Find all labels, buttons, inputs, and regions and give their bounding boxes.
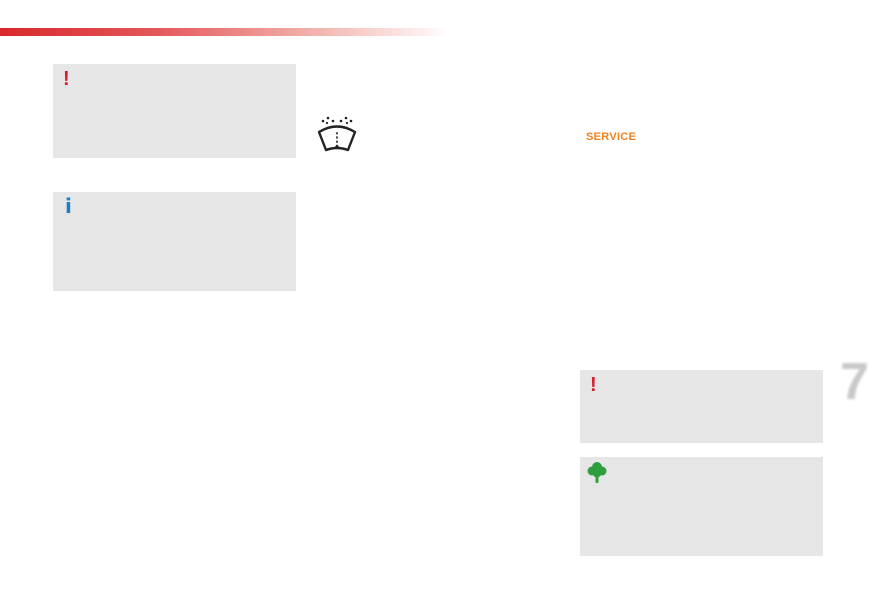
info-icon: i xyxy=(65,194,72,218)
warning-note-box: ! xyxy=(53,64,296,158)
exclamation-warning-icon: ! xyxy=(590,374,597,396)
windscreen-wiper-washer-icon xyxy=(315,113,359,155)
service-indicator-label: SERVICE xyxy=(586,131,637,143)
header-bar xyxy=(0,28,450,36)
section-number: 7 xyxy=(840,353,869,411)
info-note-box: i xyxy=(53,192,296,291)
warning-note-box: ! xyxy=(580,370,823,443)
eco-note-box xyxy=(580,457,823,556)
exclamation-warning-icon: ! xyxy=(63,68,70,90)
tree-eco-icon xyxy=(586,461,608,485)
